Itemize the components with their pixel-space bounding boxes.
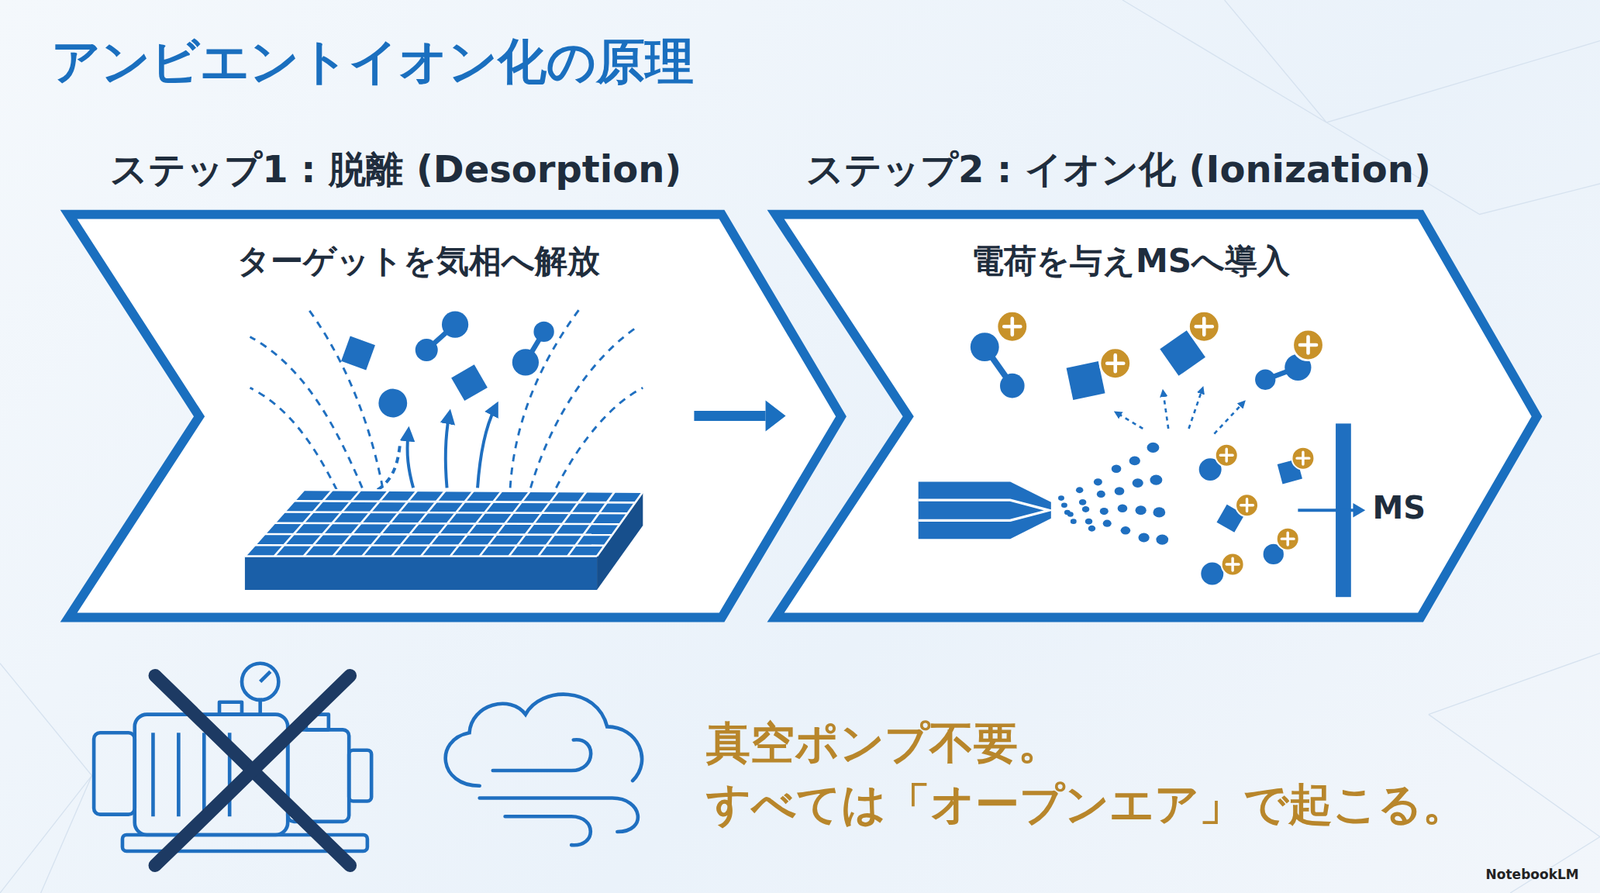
inlet-arrow bbox=[1297, 503, 1366, 518]
ion-paths bbox=[1117, 389, 1243, 435]
step-heading: ステップ2 : イオン化 (Ionization) bbox=[806, 144, 1432, 195]
molecules bbox=[341, 311, 555, 418]
flow-arrow bbox=[693, 400, 786, 432]
spray-nozzle bbox=[918, 481, 1052, 539]
step-description: 電荷を与えMSへ導入 bbox=[971, 239, 1290, 283]
chevron-fill bbox=[775, 213, 1537, 618]
note-line: すべては「オープンエア」で起こる。 bbox=[706, 775, 1467, 835]
note-line: 真空ポンプ不要。 bbox=[706, 713, 1063, 774]
charge-badges bbox=[996, 311, 1324, 576]
flow-lines bbox=[250, 306, 644, 490]
air-cloud bbox=[445, 694, 642, 846]
watermark: NotebookLM bbox=[1486, 866, 1580, 883]
step-heading: ステップ1 : 脱離 (Desorption) bbox=[110, 144, 682, 195]
chevron-step: ステップ1 : 脱離 (Desorption)ターゲットを気相へ解放 bbox=[63, 209, 848, 623]
chevron-step: ステップ2 : イオン化 (Ionization)電荷を与えMSへ導入 bbox=[770, 209, 1543, 623]
desorption-arrows bbox=[377, 408, 495, 490]
ions bbox=[970, 330, 1312, 585]
cross-mark bbox=[155, 675, 350, 866]
step-description: ターゲットを気相へ解放 bbox=[237, 239, 600, 283]
chevron-fill bbox=[68, 213, 841, 618]
page-title: アンビエントイオン化の原理 bbox=[51, 28, 694, 96]
ms-label: MS bbox=[1372, 489, 1426, 526]
spray-droplets bbox=[1058, 442, 1169, 545]
well-plate bbox=[244, 489, 643, 590]
